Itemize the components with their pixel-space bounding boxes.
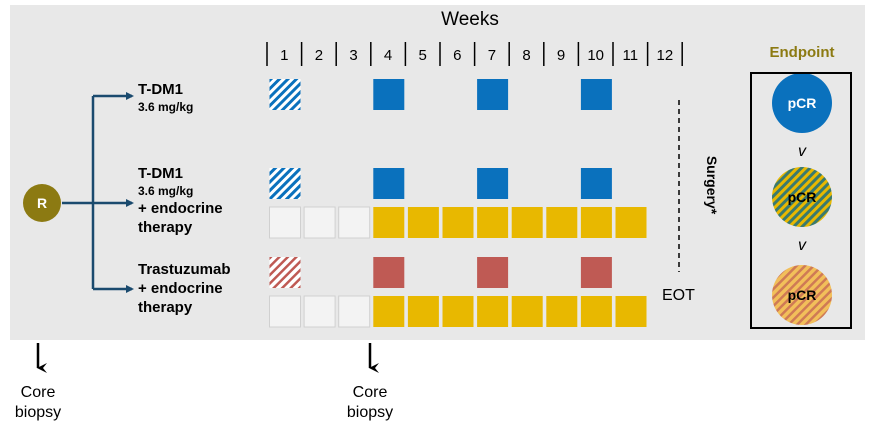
- week-number-3: 3: [349, 47, 357, 64]
- cell-trastuzumab: [580, 257, 612, 288]
- cell-tdm1: [373, 168, 405, 199]
- randomization-arrows: [62, 92, 134, 293]
- endpoint-circle-label: pCR: [788, 95, 817, 111]
- week-number-9: 9: [557, 47, 565, 64]
- cell-endocrine: [477, 207, 509, 238]
- cell-empty: [303, 295, 336, 328]
- cell-tdm1: [373, 79, 405, 110]
- week-number-2: 2: [315, 47, 323, 64]
- randomization-label: R: [37, 195, 47, 211]
- arm-extra-line: + endocrine: [138, 280, 223, 297]
- arm-label-2: T-DM1 3.6 mg/kg + endocrine therapy: [138, 164, 223, 237]
- cell-endocrine: [546, 296, 578, 327]
- schema-panel: [10, 5, 865, 340]
- week-number-1: 1: [280, 47, 288, 64]
- cell-empty: [338, 295, 371, 328]
- cell-tdm1-hatched: [269, 79, 301, 110]
- endpoint-circle-label: pCR: [788, 189, 817, 205]
- endpoint-circle-tdm1: [772, 73, 832, 133]
- cell-tdm1: [477, 79, 509, 110]
- cell-trastuzumab-hatched: [269, 257, 301, 288]
- week-number-10: 10: [587, 47, 604, 64]
- week-number-4: 4: [384, 47, 392, 64]
- core-biopsy-line: biopsy: [346, 404, 394, 421]
- surgery-label: Surgery*: [704, 155, 720, 215]
- cell-endocrine: [615, 296, 647, 327]
- arm-name: Trastuzumab: [138, 261, 231, 278]
- cell-empty: [303, 206, 336, 239]
- arm-name: T-DM1: [138, 165, 183, 182]
- cell-empty: [269, 206, 301, 239]
- endpoint-circle-label: pCR: [788, 287, 817, 303]
- arm-extra-line: + endocrine: [138, 200, 223, 217]
- endpoint-circle-tdm1-et: [772, 167, 832, 227]
- arm-extra-line: therapy: [138, 219, 193, 236]
- cell-tdm1: [477, 168, 509, 199]
- versus-label: v: [798, 237, 806, 254]
- treatment-grid: [269, 79, 647, 328]
- core-biopsy-line: Core: [20, 384, 56, 401]
- cell-empty: [269, 295, 301, 328]
- cell-endocrine: [615, 207, 647, 238]
- week-number-6: 6: [453, 47, 461, 64]
- endpoint-box: [750, 72, 852, 329]
- week-number-7: 7: [488, 47, 496, 64]
- endpoint-title: Endpoint: [769, 44, 835, 61]
- cell-trastuzumab: [373, 257, 405, 288]
- core-biopsy-line: Core: [352, 384, 388, 401]
- cell-endocrine: [580, 207, 612, 238]
- eot-label: EOT: [662, 287, 695, 304]
- cell-endocrine: [407, 207, 439, 238]
- cell-trastuzumab: [477, 257, 509, 288]
- arm-name: T-DM1: [138, 81, 183, 98]
- versus-label: v: [798, 143, 806, 160]
- cell-tdm1-hatched: [269, 168, 301, 199]
- randomization-circle: [23, 184, 61, 222]
- cell-endocrine: [511, 296, 543, 327]
- cell-endocrine: [407, 296, 439, 327]
- cell-endocrine: [580, 296, 612, 327]
- cell-endocrine: [373, 207, 405, 238]
- core-biopsy-line: biopsy: [14, 404, 62, 421]
- cell-tdm1: [580, 79, 612, 110]
- arm-dose: 3.6 mg/kg: [138, 100, 194, 114]
- core-biopsy-label-right: Core biopsy: [330, 383, 410, 423]
- arm-label-3: Trastuzumab + endocrine therapy: [138, 260, 231, 317]
- arm-dose: 3.6 mg/kg: [138, 184, 194, 198]
- cell-tdm1: [580, 168, 612, 199]
- week-number-12: 12: [657, 47, 674, 64]
- cell-endocrine: [442, 207, 474, 238]
- week-number-8: 8: [522, 47, 530, 64]
- weeks-title: Weeks: [441, 9, 499, 30]
- cell-endocrine: [546, 207, 578, 238]
- cell-empty: [338, 206, 371, 239]
- week-number-5: 5: [419, 47, 427, 64]
- core-biopsy-label-left: Core biopsy: [0, 383, 78, 423]
- cell-endocrine: [511, 207, 543, 238]
- arm-label-1: T-DM1 3.6 mg/kg: [138, 80, 193, 115]
- cell-endocrine: [373, 296, 405, 327]
- arm-extra-line: therapy: [138, 299, 193, 316]
- week-number-11: 11: [623, 47, 639, 64]
- endpoint-circle-trastuzumab-et: [772, 265, 832, 325]
- cell-endocrine: [442, 296, 474, 327]
- cell-endocrine: [477, 296, 509, 327]
